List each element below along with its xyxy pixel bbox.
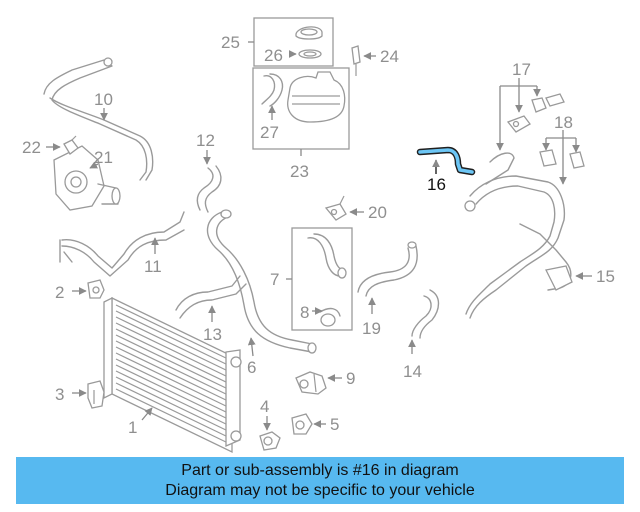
label-17: 17 <box>512 60 531 79</box>
banner-line-2: Diagram may not be specific to your vehi… <box>165 482 475 499</box>
label-9: 9 <box>346 369 355 388</box>
banner-line-1: Part or sub-assembly is #16 in diagram <box>181 462 459 479</box>
part-25-cap[interactable] <box>295 26 323 40</box>
part-10-pipe[interactable] <box>43 57 154 181</box>
label-25: 25 <box>221 33 240 52</box>
part-7-hose[interactable] <box>307 233 347 279</box>
part-17-clips[interactable] <box>485 93 565 185</box>
label-21: 21 <box>94 148 113 167</box>
part-27-hose[interactable] <box>261 73 284 107</box>
part-4-sensor[interactable] <box>259 431 281 451</box>
label-8: 8 <box>300 303 309 322</box>
label-27: 27 <box>260 123 279 142</box>
part-23-reservoir[interactable] <box>287 71 346 123</box>
label-4: 4 <box>260 397 269 416</box>
part-24-clip[interactable] <box>351 45 361 76</box>
part-19-hose[interactable] <box>357 241 418 297</box>
part-5-connector[interactable] <box>291 413 313 435</box>
part-20-valve[interactable] <box>324 195 347 221</box>
label-19: 19 <box>362 319 381 338</box>
part-14-hose[interactable] <box>411 289 440 339</box>
label-24: 24 <box>380 47 399 66</box>
part-16-hose-highlighted[interactable] <box>416 146 476 176</box>
label-18: 18 <box>554 113 573 132</box>
label-20: 20 <box>368 203 387 222</box>
part-13-hose[interactable] <box>175 275 247 319</box>
part-6-lower-hose[interactable] <box>206 209 317 354</box>
label-13: 13 <box>203 325 222 344</box>
part-12-hose[interactable] <box>196 165 222 213</box>
label-23: 23 <box>290 162 309 181</box>
part-3-mount[interactable] <box>87 380 105 409</box>
part-8-hose[interactable] <box>319 307 341 327</box>
part-9-flange[interactable] <box>295 371 327 395</box>
label-16: 16 <box>427 175 446 194</box>
label-12: 12 <box>196 131 215 150</box>
label-7: 7 <box>270 270 279 289</box>
label-11: 11 <box>144 257 162 276</box>
part-18-connectors[interactable] <box>539 149 585 169</box>
label-5: 5 <box>330 415 339 434</box>
label-1: 1 <box>128 418 137 437</box>
part-22-sensor[interactable] <box>63 135 79 155</box>
label-10: 10 <box>94 90 113 109</box>
info-banner: Part or sub-assembly is #16 in diagram D… <box>16 457 624 504</box>
label-14: 14 <box>403 362 422 381</box>
label-6: 6 <box>247 358 256 377</box>
part-2-bracket[interactable] <box>87 279 105 299</box>
part-15-hose[interactable] <box>464 175 573 319</box>
label-3: 3 <box>55 385 64 404</box>
label-26: 26 <box>264 46 283 65</box>
label-22: 22 <box>22 138 41 157</box>
part-11-pipe[interactable] <box>59 211 185 277</box>
label-15: 15 <box>596 267 615 286</box>
part-26-seal[interactable] <box>298 49 322 59</box>
parts-diagram: 1 2 3 4 5 6 7 <box>22 17 615 454</box>
part-1-radiator[interactable] <box>103 296 242 454</box>
label-2: 2 <box>55 283 64 302</box>
